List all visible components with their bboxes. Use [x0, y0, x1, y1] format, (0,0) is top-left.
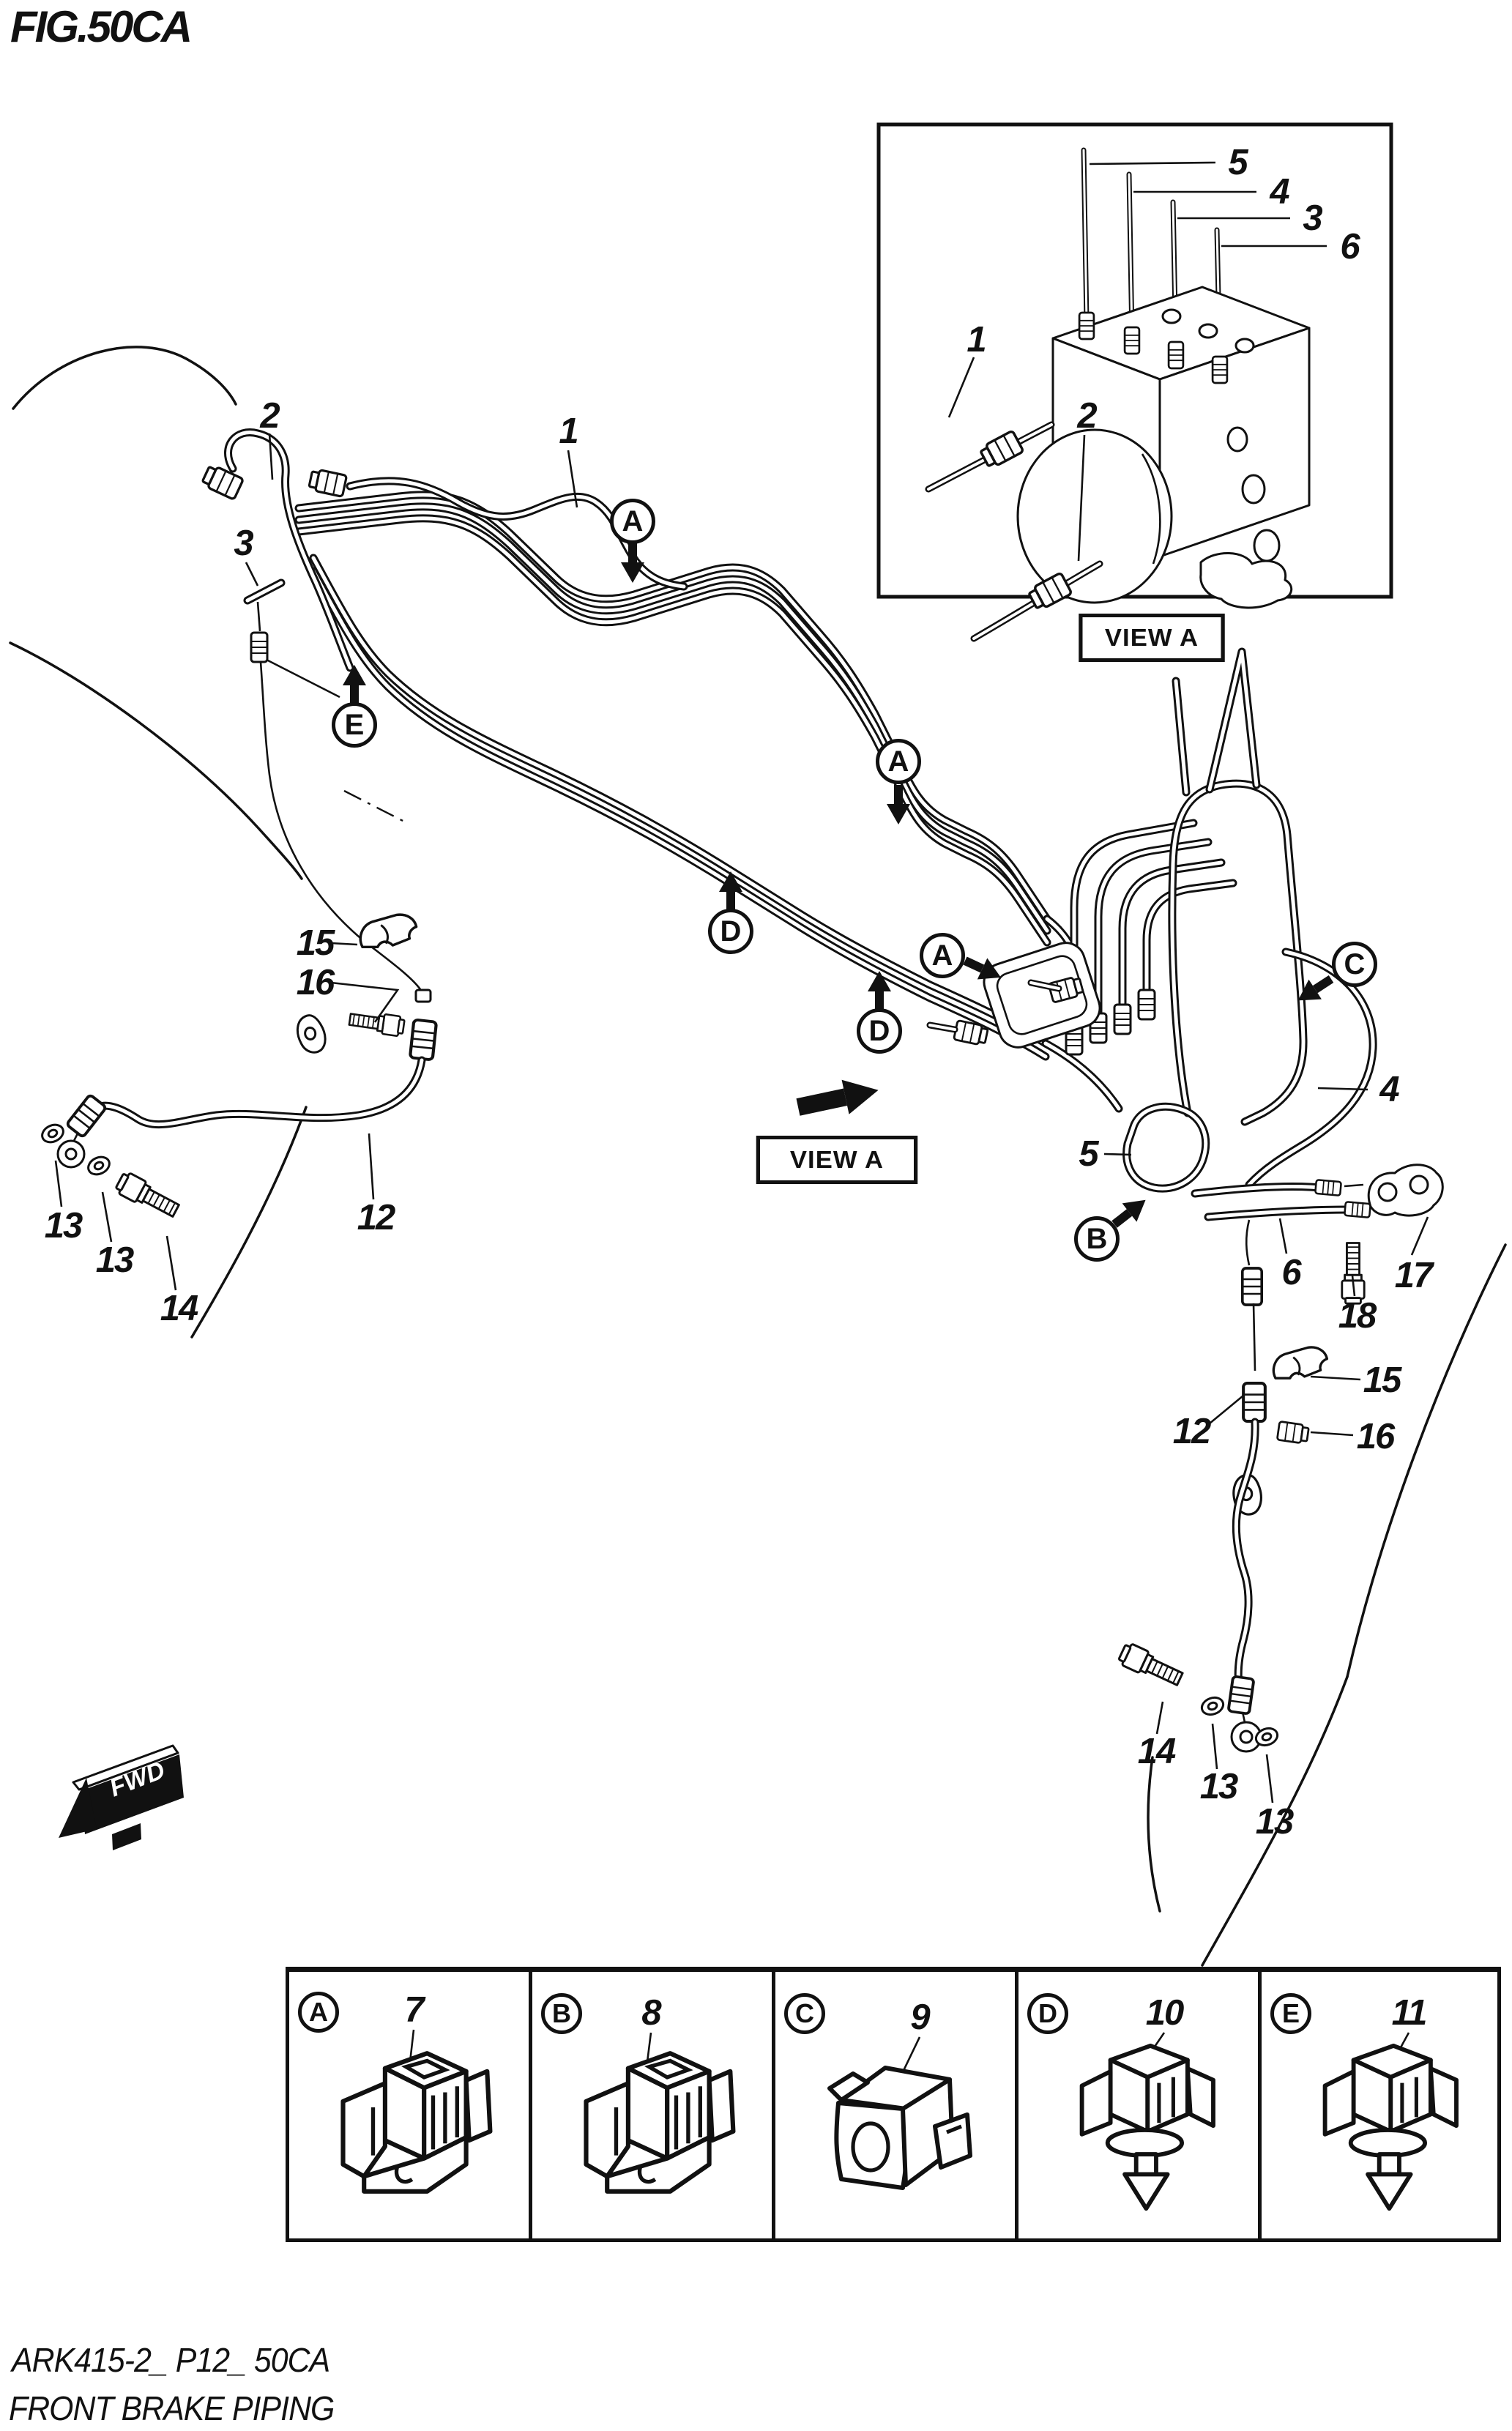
inset-leader-lines — [947, 161, 1327, 562]
legend-letter-c: C — [784, 1993, 825, 2034]
callout-15-right: 15 — [1363, 1360, 1401, 1400]
front-brake-pipes — [199, 433, 1119, 1109]
callout-14-right: 14 — [1137, 1732, 1176, 1771]
view-a-direction-arrow — [796, 1079, 879, 1116]
legend-letter-b: B — [541, 1993, 582, 2034]
legend-letter-a: A — [298, 1992, 339, 2033]
callout-13-right-b: 13 — [1255, 1802, 1294, 1842]
view-a-caption-main: VIEW A — [756, 1136, 918, 1184]
ref-marker-a-2: A — [876, 739, 921, 784]
callout-1-inset: 1 — [967, 320, 986, 360]
figure-number-title: FIG.50CA — [10, 2, 193, 51]
callout-13-left-b: 13 — [95, 1240, 134, 1280]
callout-12-right: 12 — [1172, 1412, 1211, 1451]
callout-16-right: 16 — [1356, 1417, 1395, 1456]
abs-hydraulic-unit — [928, 150, 1311, 639]
callout-16-left: 16 — [296, 963, 335, 1002]
front-brake-hose-left — [38, 913, 1329, 1445]
ref-marker-a-3: A — [920, 933, 965, 978]
callout-18: 18 — [1338, 1296, 1377, 1336]
legend-number-10: 10 — [1145, 1993, 1184, 2033]
callout-5-main: 5 — [1079, 1134, 1098, 1174]
legend-divider — [1258, 1972, 1262, 2238]
callout-17: 17 — [1394, 1256, 1433, 1295]
ref-marker-e: E — [332, 702, 377, 748]
callout-3-inset: 3 — [1303, 198, 1322, 238]
callout-2-inset: 2 — [1077, 396, 1097, 436]
callout-4-main: 4 — [1379, 1070, 1399, 1109]
callout-12-left: 12 — [357, 1198, 395, 1237]
callout-4-inset: 4 — [1270, 172, 1289, 212]
legend-divider — [529, 1972, 532, 2238]
legend-letter-d: D — [1027, 1993, 1068, 2034]
callout-5-inset: 5 — [1228, 143, 1248, 182]
legend-divider — [772, 1972, 775, 2238]
ref-marker-d-1: D — [708, 909, 753, 954]
callout-6-inset: 6 — [1340, 227, 1360, 267]
legend-number-9: 9 — [910, 1998, 930, 2037]
legend-number-11: 11 — [1391, 1993, 1428, 2033]
callout-13-left-a: 13 — [44, 1206, 83, 1246]
callout-6-main: 6 — [1281, 1253, 1301, 1292]
callout-3-main: 3 — [234, 524, 253, 563]
clip-legend-strip — [286, 1967, 1501, 2242]
legend-number-8: 8 — [641, 1993, 661, 2033]
view-a-caption-text: VIEW A — [1104, 624, 1199, 651]
legend-divider — [1015, 1972, 1018, 2238]
ref-marker-a-1: A — [610, 499, 655, 544]
legend-number-7: 7 — [404, 1990, 424, 2030]
callout-15-left: 15 — [296, 923, 335, 963]
ref-marker-c: C — [1332, 942, 1377, 987]
view-a-caption-inset: VIEW A — [1079, 614, 1225, 662]
callout-1-main: 1 — [559, 412, 578, 451]
callout-2-main: 2 — [260, 396, 280, 436]
view-a-caption-text: VIEW A — [789, 1146, 885, 1173]
front-brake-hose-right — [1116, 1219, 1281, 1753]
ref-marker-d-2: D — [857, 1008, 902, 1054]
ref-marker-b: B — [1074, 1216, 1120, 1262]
figure-title: FRONT BRAKE PIPING — [9, 2389, 335, 2427]
legend-letter-e: E — [1270, 1993, 1311, 2034]
callout-14-left: 14 — [160, 1289, 198, 1328]
fwd-arrow-label: FWD — [105, 1756, 169, 1803]
callout-13-right-a: 13 — [1199, 1767, 1238, 1806]
document-code: ARK415-2_ P12_ 50CA — [12, 2341, 330, 2379]
